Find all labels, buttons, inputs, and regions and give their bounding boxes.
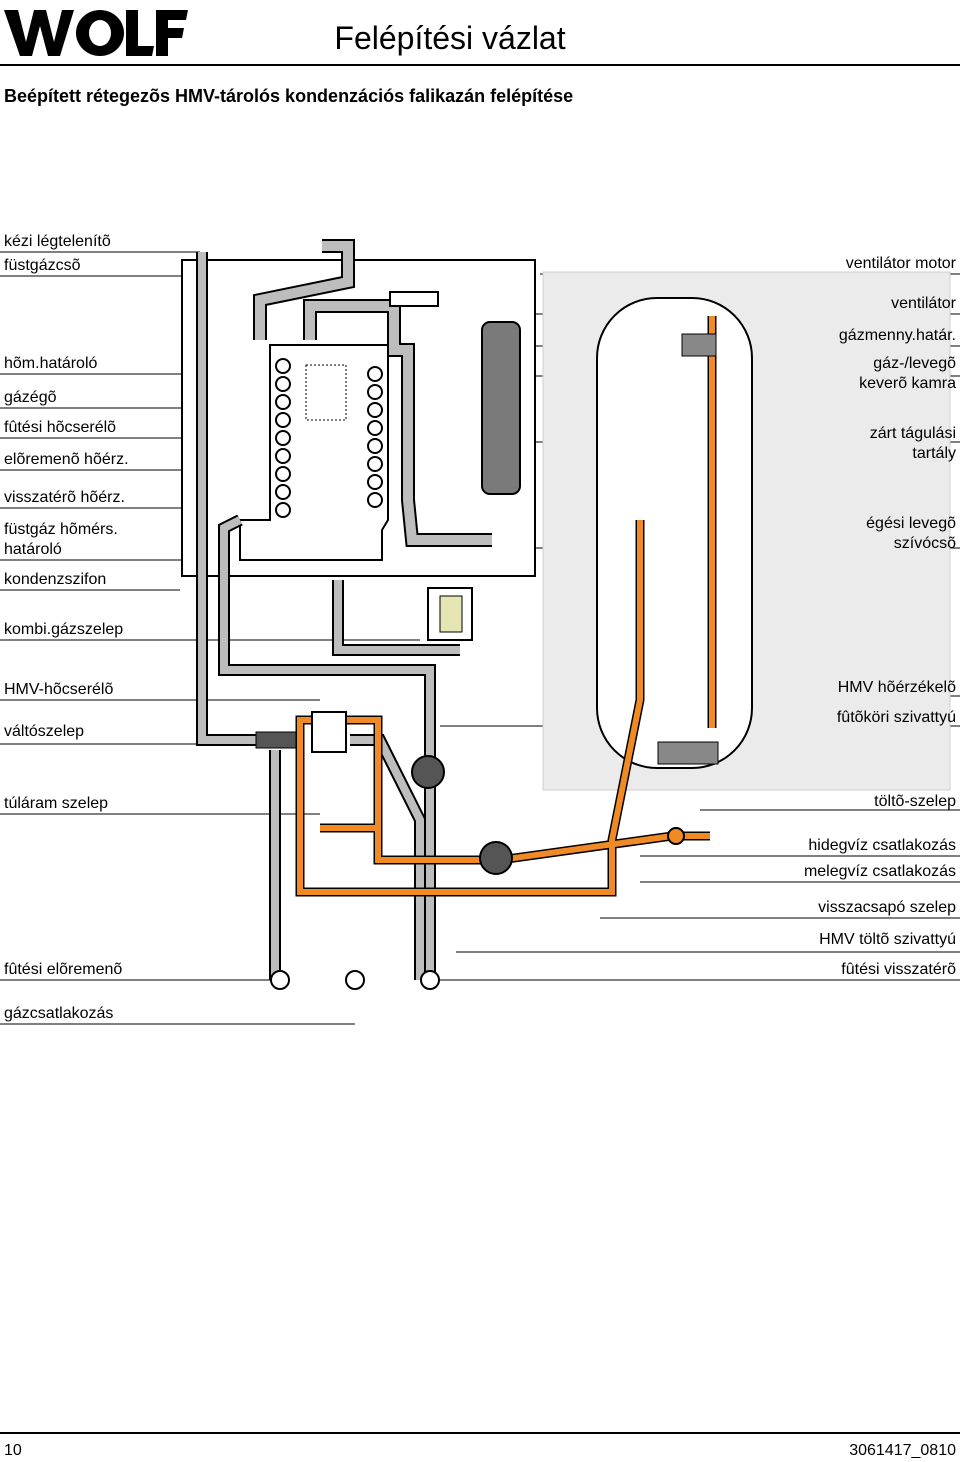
footer-rule [0,1432,960,1434]
label-expansion-vessel-1: zárt tágulási [869,425,956,442]
page-subtitle: Beépített rétegezõs HMV-tárolós kondenzá… [4,86,574,106]
header-rule [0,64,960,66]
label-heating-return: fûtési visszatérõ [841,961,956,978]
label-check-valve: visszacsapó szelep [818,899,956,916]
label-fan-motor: ventilátor motor [845,255,956,272]
label-filling-valve: töltõ-szelep [874,793,956,810]
label-flue-gas-temp-limiter: határoló [4,541,62,558]
document-number: 3061417_0810 [849,1442,956,1459]
label-temperature-limiter: hõm.határoló [4,355,98,372]
label-gas-valve: kombi.gázszelep [4,621,124,638]
label-heating-pump: fûtõköri szivattyú [836,709,956,726]
label-flue-pipe: füstgázcsõ [4,257,81,274]
label-gas-connection: gázcsatlakozás [4,1005,114,1022]
label-expansion-vessel-2: tartály [912,445,956,462]
label-switch-valve: váltószelep [4,723,85,740]
label-dhw-charging-pump: HMV töltõ szivattyú [819,931,956,948]
label-manual-air-vent: kézi légtelenítõ [4,233,111,250]
label-dhw-heat-exchanger: HMV-hõcserélõ [4,681,114,698]
label-heating-heat-exchanger: fûtési hõcserélõ [4,419,117,436]
label-heating-flow: fûtési elõremenõ [4,961,123,978]
label-hot-water-connection: melegvíz csatlakozás [803,863,956,880]
label-bypass-valve: túláram szelep [4,795,109,812]
label-condensate-siphon: kondenzszifon [4,571,107,588]
label-flue-gas-temp: füstgáz hõmérs. [4,521,118,538]
page-title: Felépítési vázlat [334,20,566,56]
page-number: 10 [4,1442,22,1459]
label-return-sensor: visszatérõ hõérz. [4,489,125,506]
label-gas-flow-limiter: gázmenny.határ. [838,327,956,344]
wolf-logo [4,6,188,58]
label-fan: ventilátor [891,295,956,312]
label-gas-burner: gázégõ [4,389,57,406]
label-flow-sensor: elõremenõ hõérz. [4,451,129,468]
label-dhw-sensor: HMV hõérzékelõ [837,679,956,696]
label-cold-water-connection: hidegvíz csatlakozás [808,837,956,854]
label-mixing-chamber-1: gáz-/levegõ [873,355,956,372]
label-air-intake-2: szívócsõ [893,535,956,552]
label-mixing-chamber-2: keverõ kamra [859,375,956,392]
label-air-intake-1: égési levegõ [866,515,956,532]
